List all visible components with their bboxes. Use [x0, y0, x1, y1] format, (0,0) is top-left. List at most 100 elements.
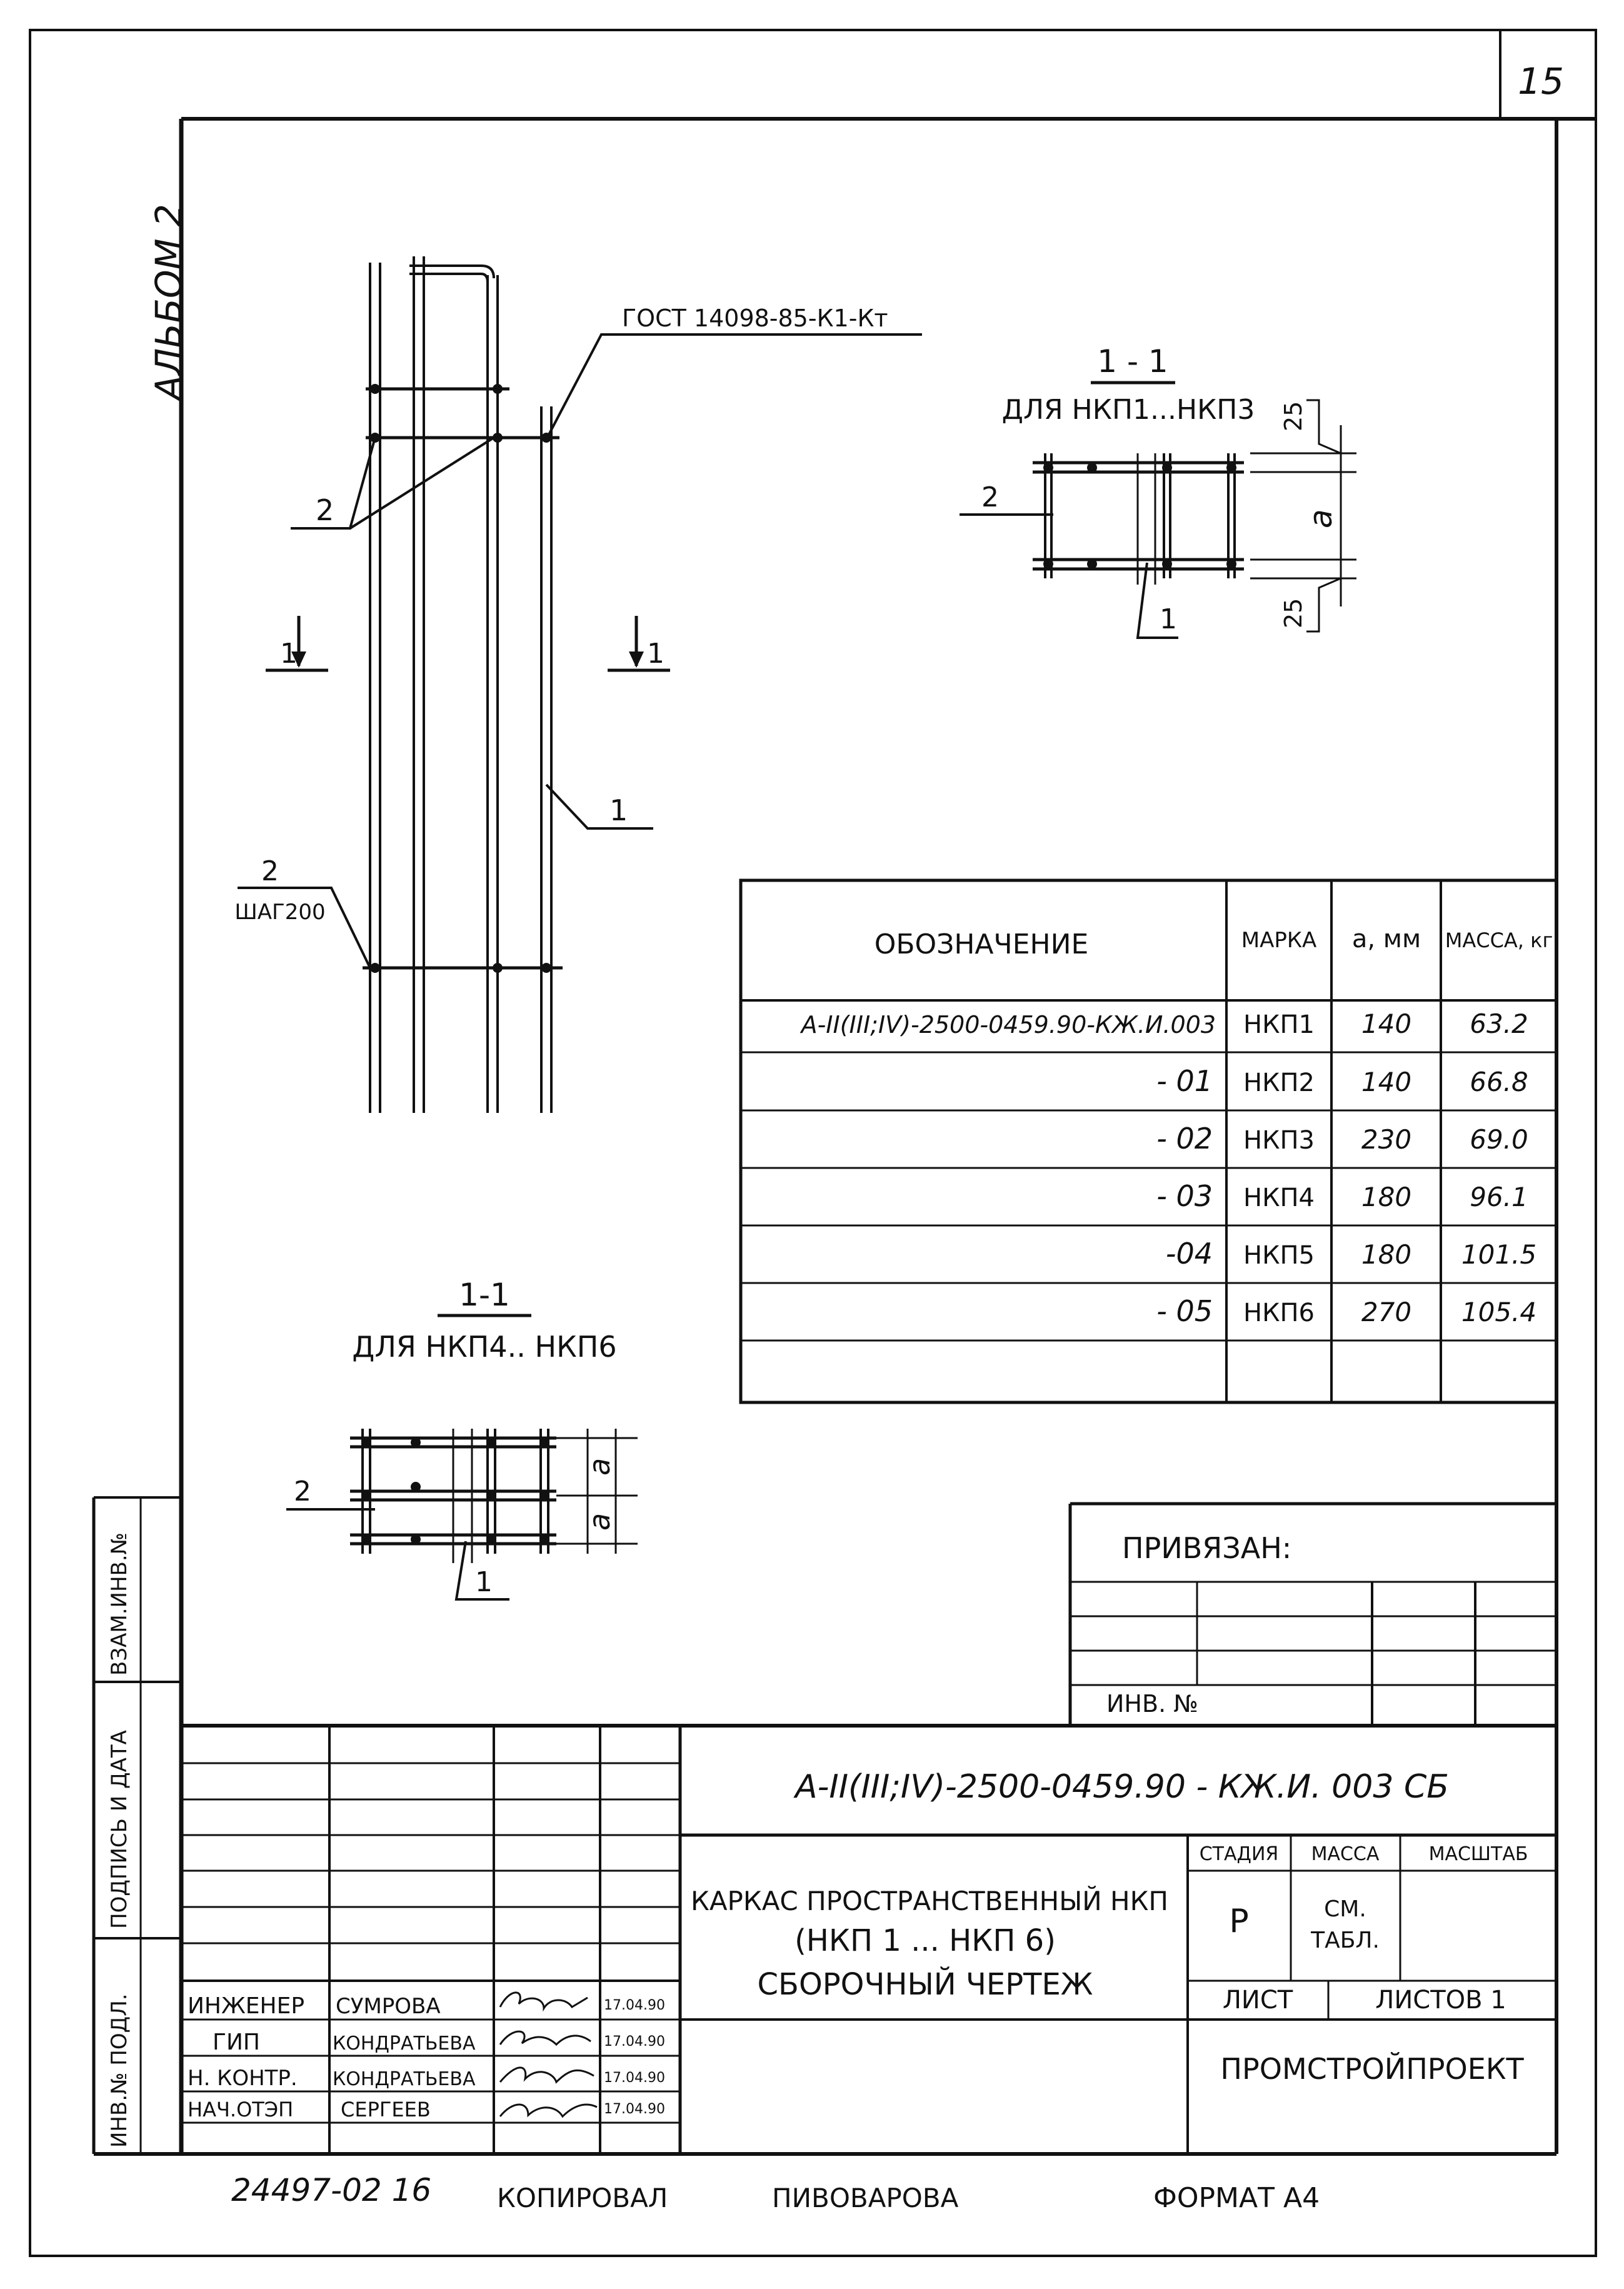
table-row-6-mass: 105.4 — [1461, 1297, 1536, 1327]
person-2-date: 17.04.90 — [604, 2034, 665, 2050]
table-row-4-designation: - 03 — [1156, 1179, 1213, 1213]
table-row-6-mark: НКП6 — [1243, 1299, 1315, 1327]
section-top-dim-25-top: 25 — [1280, 401, 1307, 431]
footer-inv-code: 24497-02 16 — [231, 2172, 431, 2208]
frame-elevation — [363, 256, 563, 1113]
leader-1-label: 1 — [609, 793, 628, 827]
leader-2-step — [238, 887, 371, 968]
spec-table: ОБОЗНАЧЕНИЕ МАРКА а, мм МАССА, кг А-II(I… — [739, 878, 1558, 1404]
person-2-role: ГИП — [213, 2030, 260, 2055]
table-row-5-mass: 101.5 — [1461, 1239, 1536, 1270]
table-row-5-designation: -04 — [1166, 1237, 1213, 1270]
signature-4 — [499, 2103, 598, 2118]
table-header-a: а, мм — [1352, 925, 1421, 953]
table-header-mass: МАССА, кг — [1445, 928, 1553, 952]
album-label: АЛЬБОМ 2 — [148, 204, 190, 403]
table-row-1-a: 140 — [1361, 1009, 1411, 1039]
person-1-role: ИНЖЕНЕР — [188, 1993, 304, 2019]
sheet-number: 15 — [1518, 60, 1564, 103]
footer-format: ФОРМАТ А4 — [1153, 2182, 1320, 2214]
person-3-date: 17.04.90 — [604, 2070, 665, 2086]
table-row-6-designation: - 05 — [1156, 1294, 1213, 1328]
designation-code: А-II(III;IV)-2500-0459.90 - КЖ.И. 003 СБ — [793, 1768, 1449, 1806]
drawing-title-line1: КАРКАС ПРОСТРАНСТВЕННЫЙ НКП — [691, 1885, 1168, 1916]
binding-box: ПРИВЯЗАН: ИНВ. № — [1068, 1502, 1556, 1726]
drawing-title-line3: СБОРОЧНЫЙ ЧЕРТЕЖ — [758, 1966, 1093, 2002]
section-bottom-title: 1-1 — [459, 1277, 510, 1313]
table-row-5-a: 180 — [1361, 1239, 1411, 1270]
sheet-label: ЛИСТ — [1223, 1986, 1293, 2015]
person-1-date: 17.04.90 — [604, 1998, 665, 2013]
person-3-role: Н. КОНТР. — [188, 2066, 298, 2091]
leader-2-top-label: 2 — [316, 493, 334, 527]
side-stamp-original-inv: ИНВ.№ ПОДЛ. — [107, 1993, 132, 2148]
side-stamp: ВЗАМ.ИНВ.№ ПОДПИСЬ И ДАТА ИНВ.№ ПОДЛ. — [92, 1496, 181, 2154]
organization-name: ПРОМСТРОЙПРОЕКТ — [1220, 2052, 1524, 2086]
section-bottom: 1-1 ДЛЯ НКП4.. НКП6 2 1 — [286, 1277, 638, 1601]
table-row-4-mass: 96.1 — [1470, 1182, 1528, 1212]
person-4-name: СЕРГЕЕВ — [341, 2098, 431, 2121]
section-bottom-dim-a1: а — [583, 1458, 616, 1476]
leader-2-step-num: 2 — [261, 855, 279, 887]
sheets-count: ЛИСТОВ 1 — [1375, 1986, 1506, 2015]
table-header-designation: ОБОЗНАЧЕНИЕ — [875, 928, 1089, 960]
footer-copied-label: КОПИРОВАЛ — [497, 2183, 668, 2213]
signature-2 — [499, 2030, 591, 2046]
scale-label: МАСШТАБ — [1429, 1843, 1528, 1865]
table-row-2-mark: НКП2 — [1243, 1069, 1315, 1097]
gost-leader — [548, 333, 922, 435]
table-row-3-a: 230 — [1361, 1124, 1411, 1155]
section-top-label-2: 2 — [981, 481, 999, 513]
drawing-title-line2: (НКП 1 ... НКП 6) — [794, 1923, 1056, 1958]
table-row-2-designation: - 01 — [1156, 1064, 1213, 1098]
table-row-2-a: 140 — [1361, 1067, 1411, 1097]
side-stamp-signature-date: ПОДПИСЬ И ДАТА — [107, 1730, 132, 1929]
person-1-name: СУМРОВА — [336, 1994, 441, 2019]
table-row-3-mark: НКП3 — [1243, 1126, 1315, 1155]
leader-1 — [545, 783, 653, 830]
outer-border — [29, 29, 1597, 2257]
gost-note: ГОСТ 14098-85-К1-Кт — [622, 304, 888, 332]
mass-value-line1: СМ. — [1324, 1896, 1366, 1922]
table-row-4-a: 180 — [1361, 1182, 1411, 1212]
section-mark-left: 1 — [266, 616, 328, 672]
footer-copied-by: ПИВОВАРОВА — [772, 2183, 959, 2213]
person-2-name: КОНДРАТЬЕВА — [333, 2033, 476, 2055]
person-4-role: НАЧ.ОТЭП — [188, 2098, 293, 2121]
table-row-1-mark: НКП1 — [1243, 1010, 1315, 1039]
svg-text:1: 1 — [280, 638, 298, 670]
section-top-title: 1 - 1 — [1097, 343, 1168, 380]
table-row-3-designation: - 02 — [1156, 1122, 1213, 1155]
table-row-4-mark: НКП4 — [1243, 1184, 1315, 1212]
section-top-label-1: 1 — [1160, 603, 1177, 635]
table-row-1-designation: А-II(III;IV)-2500-0459.90-КЖ.И.003 — [799, 1011, 1216, 1039]
signature-1 — [499, 1991, 588, 2012]
svg-text:1: 1 — [647, 638, 664, 670]
section-mark-right: 1 — [608, 616, 670, 672]
title-block: А-II(III;IV)-2500-0459.90 - КЖ.И. 003 СБ… — [181, 1724, 1556, 2154]
section-top-dim-25-bottom: 25 — [1280, 598, 1307, 628]
section-bottom-dim-a2: а — [583, 1513, 616, 1531]
person-3-name: КОНДРАТЬЕВА — [333, 2068, 476, 2090]
table-row-2-mass: 66.8 — [1470, 1067, 1528, 1097]
table-header-mark: МАРКА — [1241, 928, 1317, 953]
person-4-date: 17.04.90 — [604, 2101, 665, 2117]
leader-2-step-label: ШАГ200 — [234, 900, 325, 925]
section-bottom-label-2: 2 — [294, 1476, 311, 1507]
table-row-5-mark: НКП5 — [1243, 1241, 1315, 1270]
signature-3 — [499, 2066, 594, 2084]
side-stamp-replace-inv: ВЗАМ.ИНВ.№ — [107, 1532, 132, 1676]
table-row-1-mass: 63.2 — [1470, 1009, 1528, 1039]
inv-label: ИНВ. № — [1106, 1690, 1198, 1718]
mass-label: МАССА — [1311, 1843, 1380, 1865]
binding-title: ПРИВЯЗАН: — [1122, 1531, 1291, 1565]
section-bottom-subtitle: ДЛЯ НКП4.. НКП6 — [352, 1330, 616, 1364]
mass-value-line2: ТАБЛ. — [1310, 1928, 1380, 1953]
table-row-6-a: 270 — [1361, 1297, 1411, 1327]
stage-value: Р — [1229, 1903, 1248, 1940]
stage-label: СТАДИЯ — [1200, 1843, 1279, 1865]
section-top: 1 - 1 ДЛЯ НКП1...НКП3 2 1 — [960, 343, 1356, 639]
section-top-dim-a: а — [1303, 509, 1339, 528]
leader-2-top — [291, 436, 495, 530]
